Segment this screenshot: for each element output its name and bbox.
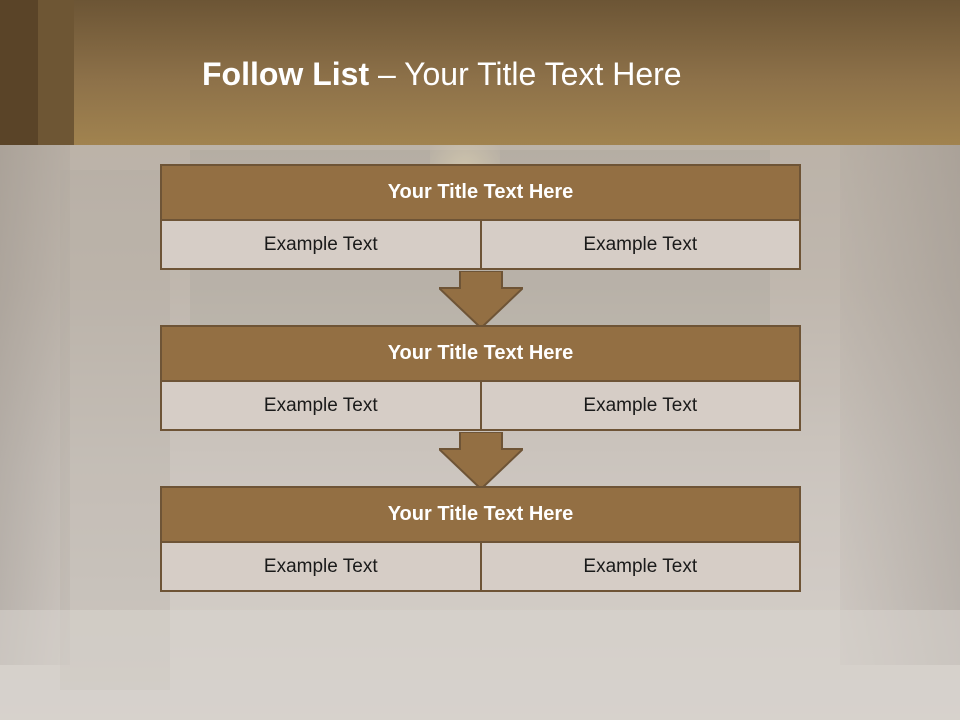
block-cell-right: Example Text [481, 543, 801, 592]
slide-title: Follow List – Your Title Text Here [202, 56, 682, 93]
block-row: Example Text Example Text [160, 382, 801, 431]
header-stripe-dark [0, 0, 38, 145]
follow-block-1: Your Title Text Here Example Text Exampl… [160, 164, 801, 270]
follow-block-2: Your Title Text Here Example Text Exampl… [160, 325, 801, 431]
down-arrow-2 [439, 432, 523, 489]
block-title: Your Title Text Here [160, 164, 801, 221]
slide-title-bold: Follow List [202, 56, 370, 92]
header-stripe-medium [38, 0, 74, 145]
header-band: Follow List – Your Title Text Here [0, 0, 960, 145]
block-cell-left: Example Text [160, 543, 482, 592]
block-title: Your Title Text Here [160, 325, 801, 382]
block-cell-left: Example Text [160, 382, 482, 431]
block-row: Example Text Example Text [160, 221, 801, 270]
block-title: Your Title Text Here [160, 486, 801, 543]
block-cell-right: Example Text [481, 382, 801, 431]
follow-block-3: Your Title Text Here Example Text Exampl… [160, 486, 801, 592]
block-row: Example Text Example Text [160, 543, 801, 592]
block-cell-left: Example Text [160, 221, 482, 270]
block-cell-right: Example Text [481, 221, 801, 270]
slide-title-rest: – Your Title Text Here [369, 56, 682, 92]
down-arrow-1 [439, 271, 523, 328]
